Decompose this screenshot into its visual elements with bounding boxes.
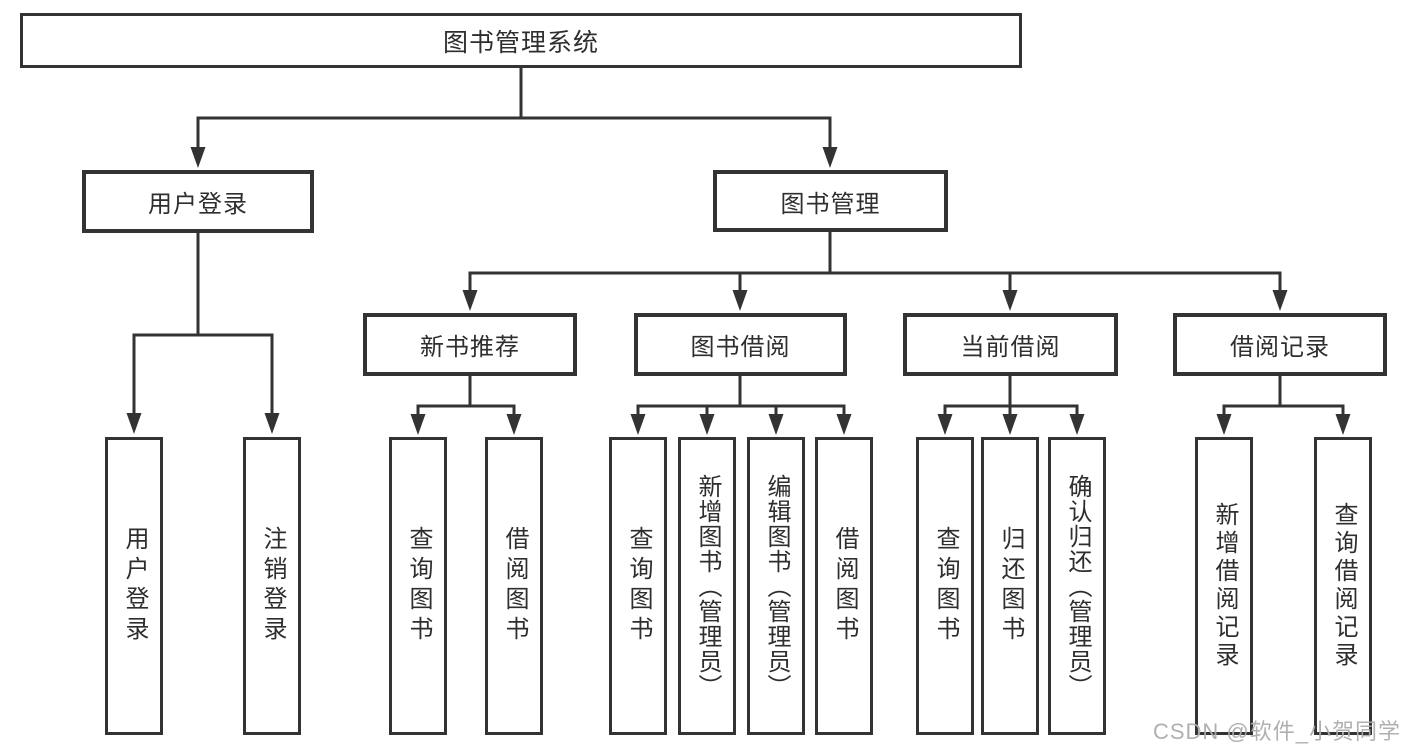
leaf-query-books-recommend: 查询图书 bbox=[389, 437, 447, 735]
node-label: 图书管理 bbox=[780, 190, 881, 218]
leaf-borrow-books-recommend: 借阅图书 bbox=[485, 437, 543, 735]
leaf-label: 查询图书 bbox=[405, 526, 432, 646]
connector-user-login bbox=[126, 233, 280, 434]
leaf-return-books: 归还图书 bbox=[981, 437, 1039, 735]
leaf-label: 确认归还（管理员） bbox=[1064, 473, 1091, 699]
leaf-label: 注销登录 bbox=[259, 526, 286, 646]
connector-new-book-recommend bbox=[410, 376, 522, 435]
leaf-label: 查询借阅记录 bbox=[1330, 502, 1357, 670]
leaf-query-books-current: 查询图书 bbox=[916, 437, 974, 735]
leaf-add-book-admin: 新增图书（管理员） bbox=[678, 437, 736, 735]
node-library-management-system: 图书管理系统 bbox=[20, 13, 1022, 68]
leaf-query-borrow-record: 查询借阅记录 bbox=[1314, 437, 1372, 735]
leaf-label: 借阅图书 bbox=[501, 526, 528, 646]
leaf-label: 借阅图书 bbox=[831, 526, 858, 646]
node-book-borrowing: 图书借阅 bbox=[634, 313, 847, 376]
connector-borrowing-records bbox=[1216, 376, 1351, 435]
node-label: 图书管理系统 bbox=[442, 28, 599, 57]
leaf-edit-book-admin: 编辑图书（管理员） bbox=[747, 437, 805, 735]
leaf-logout: 注销登录 bbox=[243, 437, 301, 735]
leaf-label: 查询图书 bbox=[625, 526, 652, 646]
node-label: 用户登录 bbox=[148, 191, 248, 218]
leaf-query-books-borrow: 查询图书 bbox=[609, 437, 667, 735]
node-label: 新书推荐 bbox=[420, 334, 520, 361]
watermark: CSDN @软件_小贺同学 bbox=[1152, 719, 1401, 744]
connector-book-management bbox=[462, 232, 1288, 311]
node-label: 图书借阅 bbox=[690, 334, 791, 361]
connector-current-borrowing bbox=[937, 376, 1085, 435]
node-new-book-recommend: 新书推荐 bbox=[363, 313, 577, 376]
leaf-confirm-return-admin: 确认归还（管理员） bbox=[1048, 437, 1106, 735]
connector-book-borrowing bbox=[630, 376, 852, 435]
leaf-label: 用户登录 bbox=[121, 526, 148, 646]
node-label: 借阅记录 bbox=[1230, 334, 1330, 361]
node-label: 当前借阅 bbox=[960, 334, 1061, 361]
leaf-label: 编辑图书（管理员） bbox=[763, 473, 790, 699]
leaf-label: 查询图书 bbox=[932, 526, 959, 646]
leaf-label: 新增借阅记录 bbox=[1211, 502, 1238, 670]
node-borrowing-records: 借阅记录 bbox=[1173, 313, 1387, 376]
leaf-label: 归还图书 bbox=[997, 526, 1024, 646]
leaf-user-login: 用户登录 bbox=[105, 437, 163, 735]
connector-root bbox=[190, 68, 838, 168]
leaf-label: 新增图书（管理员） bbox=[694, 473, 721, 699]
leaf-borrow-books: 借阅图书 bbox=[815, 437, 873, 735]
leaf-add-borrow-record: 新增借阅记录 bbox=[1195, 437, 1253, 735]
node-current-borrowing: 当前借阅 bbox=[903, 313, 1118, 376]
node-user-login-branch: 用户登录 bbox=[82, 170, 314, 233]
node-book-management-branch: 图书管理 bbox=[713, 170, 948, 232]
